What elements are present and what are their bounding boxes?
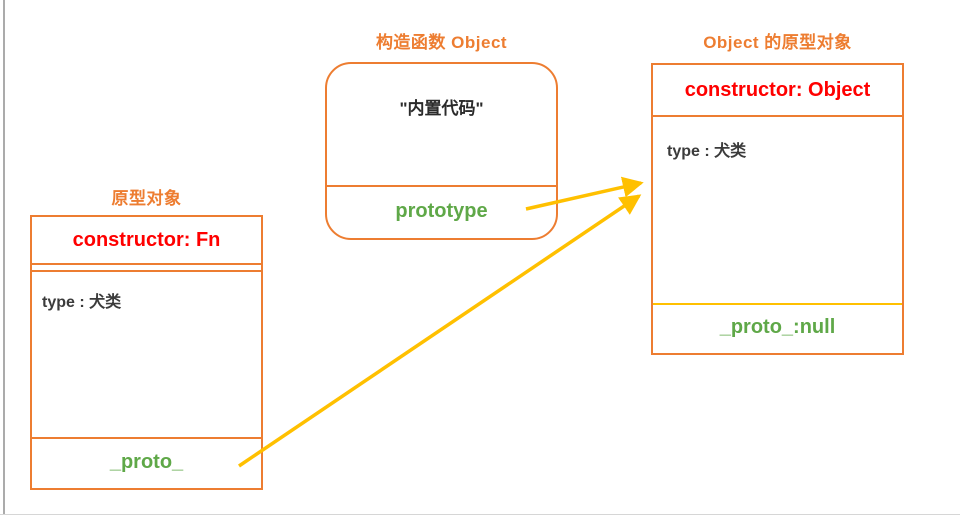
fn-proto-row: _proto_ xyxy=(32,437,261,488)
fn-constructor-row: constructor: Fn xyxy=(32,217,261,265)
object-type-row: type : 犬类 xyxy=(667,143,747,160)
object-proto-null-row: _proto_:null xyxy=(653,303,902,353)
object-constructor-row: constructor: Object xyxy=(653,65,902,117)
fn-type-row: type : 犬类 xyxy=(42,294,122,311)
left-box-title: 原型对象 xyxy=(111,189,182,208)
object-prototype-object-box: constructor: Object type : 犬类 _proto_:nu… xyxy=(651,63,904,355)
object-constructor-function-box: "内置代码" prototype xyxy=(325,62,558,240)
builtin-code-row: "内置代码" xyxy=(399,99,484,118)
fn-prototype-object-box: constructor: Fn type : 犬类 _proto_ xyxy=(30,215,263,490)
separator-double-line xyxy=(32,265,261,272)
middle-box-title: 构造函数 Object xyxy=(375,33,508,52)
object-prototype-row: prototype xyxy=(327,185,556,238)
right-box-title: Object 的原型对象 xyxy=(703,33,852,52)
window-left-border xyxy=(3,0,5,515)
